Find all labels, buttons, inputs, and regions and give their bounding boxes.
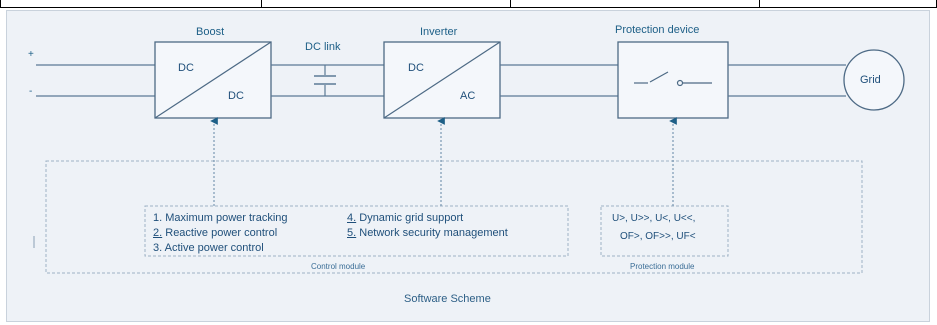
inverter-diagonal: [383, 41, 501, 119]
protection-device-box: [617, 41, 729, 119]
inverter-output-label: AC: [460, 90, 476, 102]
control-item-5-text: Network security management: [359, 227, 508, 239]
protection-thresholds-line1: U>, U>>, U<, U<<,: [612, 213, 696, 224]
software-scheme-caption: Software Scheme: [404, 293, 491, 305]
control-item-2-text: Reactive power control: [165, 227, 278, 239]
protection-module-caption: Protection module: [630, 262, 695, 271]
grid-label: Grid: [860, 74, 881, 86]
control-item-4: 4. Dynamic grid support: [347, 212, 463, 224]
control-item-2-num: 2.: [153, 227, 163, 239]
control-item-5-num: 5.: [347, 227, 357, 239]
control-item-5: 5. Network security management: [347, 227, 508, 239]
switch-contact: [676, 79, 684, 87]
boost-title: Boost: [196, 26, 225, 38]
grid-circle: [843, 49, 905, 111]
switch-blade: [649, 71, 669, 83]
control-item-1-text: Maximum power tracking: [165, 212, 288, 224]
control-item-3: 3. Active power control: [153, 242, 264, 254]
control-item-3-text: Active power control: [164, 242, 264, 254]
control-item-4-text: Dynamic grid support: [359, 212, 464, 224]
inverter-input-label: DC: [408, 62, 424, 74]
protection-thresholds-line2: OF>, OF>>, UF<: [620, 231, 696, 242]
dc-link-title: DC link: [305, 41, 341, 53]
control-item-1: 1. Maximum power tracking: [153, 212, 288, 224]
control-module-caption: Control module: [311, 262, 366, 271]
protection-device-title: Protection device: [615, 24, 700, 36]
positive-terminal-label: +: [28, 49, 34, 60]
boost-input-label: DC: [178, 62, 194, 74]
control-module-box: [144, 205, 569, 257]
control-item-4-num: 4.: [347, 212, 357, 224]
software-scheme-box: [45, 160, 863, 274]
negative-terminal-label: -: [29, 86, 33, 97]
boost-diagonal: [154, 41, 272, 119]
boost-output-label: DC: [228, 90, 244, 102]
control-item-3-num: 3.: [153, 242, 163, 254]
control-item-2: 2. Reactive power control: [153, 227, 277, 239]
control-item-1-num: 1.: [153, 212, 163, 224]
protection-module-box: [600, 205, 729, 257]
inverter-title: Inverter: [420, 26, 458, 38]
